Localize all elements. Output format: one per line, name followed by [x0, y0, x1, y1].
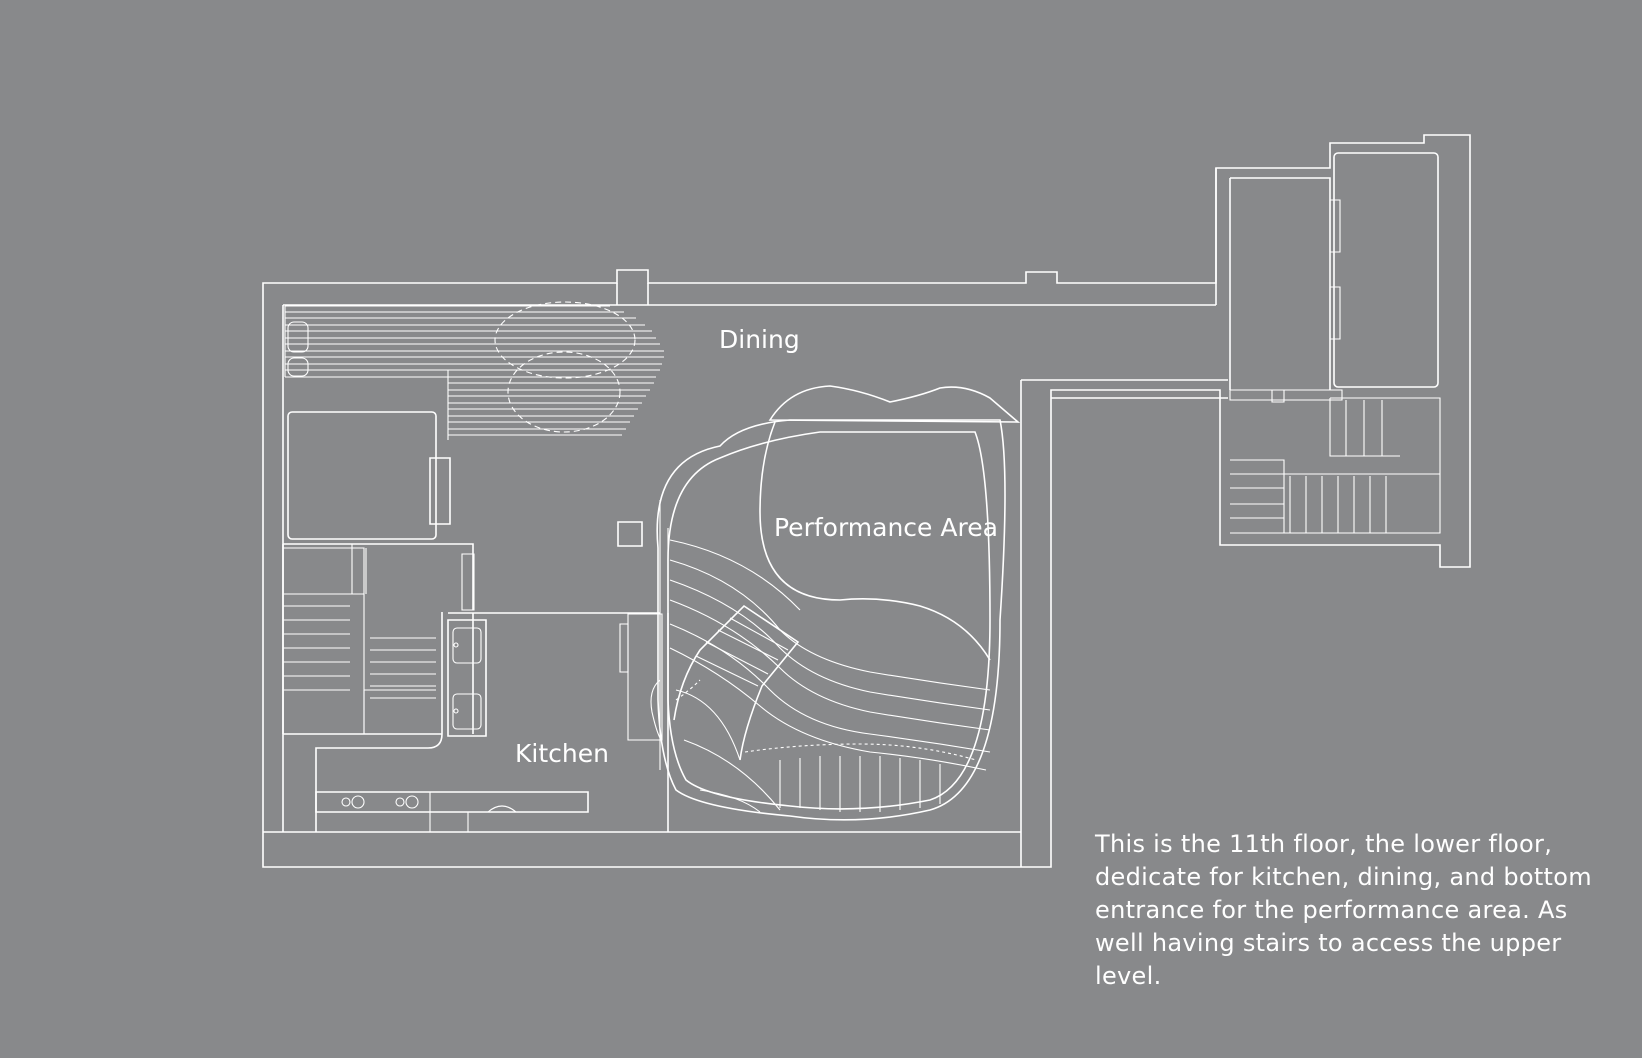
dining-slat-screen	[285, 302, 664, 440]
performance-pod	[651, 386, 1018, 820]
outer-walls	[263, 135, 1470, 867]
structural-column	[618, 522, 642, 546]
floor-description-caption: This is the 11th floor, the lower floor,…	[1095, 830, 1592, 990]
performance-area-label: Performance Area	[774, 513, 998, 542]
dining-label: Dining	[719, 325, 800, 354]
kitchen-fittings	[316, 613, 668, 832]
north-east-stair-core	[1230, 153, 1440, 533]
kitchen-label: Kitchen	[515, 739, 609, 768]
west-rooms	[283, 412, 474, 832]
